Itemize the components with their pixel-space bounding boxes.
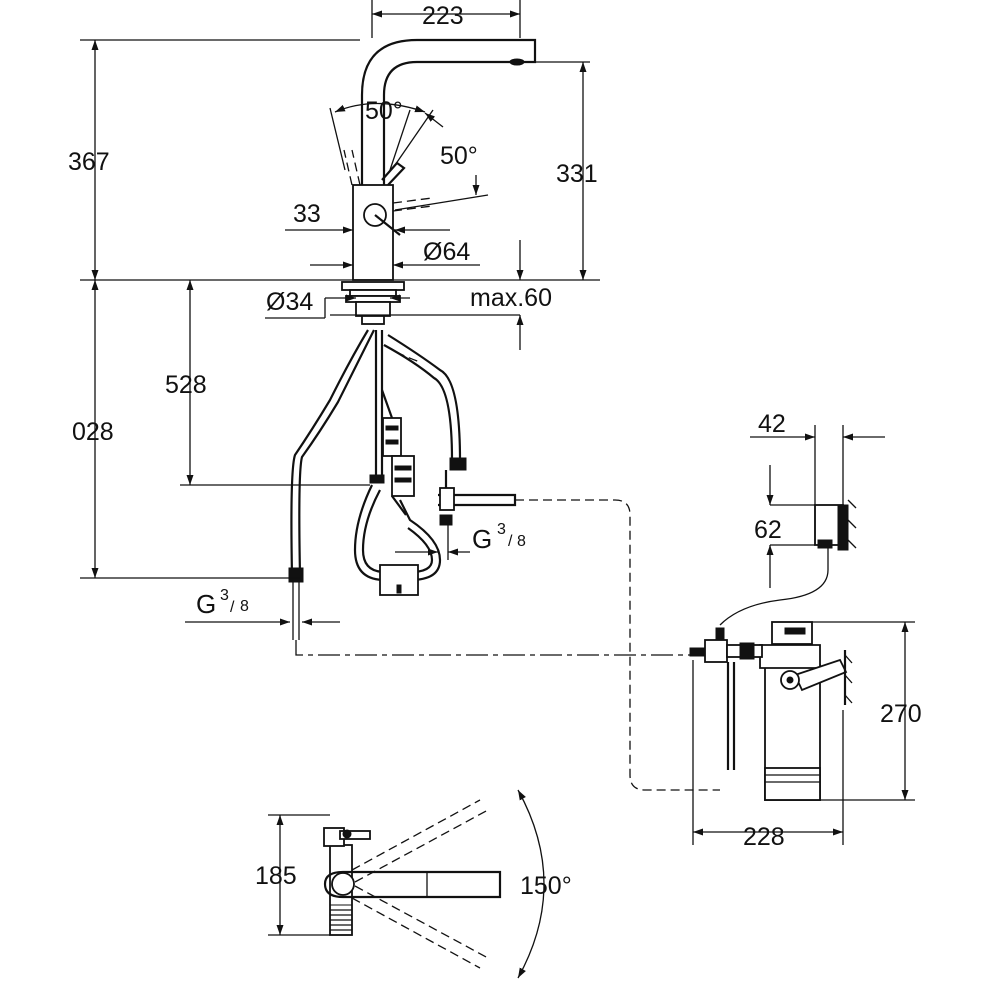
dim-filter-height: 270 (880, 700, 922, 728)
connection-lines (295, 499, 720, 791)
outlet-thread-label: G 3 8 / (472, 521, 526, 554)
faucet-body (352, 184, 394, 281)
lever-upright (381, 161, 406, 186)
svg-text:3: 3 (497, 521, 506, 538)
svg-text:3: 3 (220, 587, 229, 604)
quick-connector (382, 417, 402, 457)
dim-valve-width: 42 (758, 410, 786, 438)
dim-max-countertop: max.60 (470, 284, 552, 312)
dim-lever-angle-side: 50° (440, 142, 478, 170)
dim-spout-reach: 223 (422, 2, 464, 30)
dim-filter-depth: 228 (743, 823, 785, 851)
svg-text:/: / (508, 533, 513, 550)
filter-inlet-valve (704, 639, 728, 663)
mounting-shank (355, 301, 391, 317)
dim-below-length: 028 (72, 418, 114, 446)
hose-right (387, 334, 462, 461)
dimension-lines (80, 0, 915, 936)
spout-outlet (509, 58, 525, 66)
dim-lever-offset: 33 (293, 200, 321, 228)
inlet-thread-label: G 3 8 / (196, 587, 249, 619)
dim-spout-height: 331 (556, 160, 598, 188)
svg-text:G: G (472, 524, 492, 554)
svg-text:/: / (230, 599, 235, 616)
dimension-labels: 223 367 331 50° 50° 33 Ø64 Ø34 max.60 52… (68, 2, 922, 900)
mounting-flange (341, 281, 405, 291)
dim-tail-length: 528 (165, 371, 207, 399)
dim-swivel-height: 185 (255, 862, 297, 890)
swivel-top-view (323, 789, 545, 979)
dim-hole-diameter: Ø34 (266, 288, 313, 316)
swivel-spout (323, 870, 502, 899)
valve-hose (719, 569, 829, 626)
filter-assembly (689, 499, 857, 801)
dim-swivel-angle: 150° (520, 872, 572, 900)
dim-lever-angle-front: 50° (365, 97, 403, 125)
svg-text:G: G (196, 589, 216, 619)
hose-fitting-center (369, 474, 385, 484)
hose-left (290, 329, 369, 576)
left-hose-fitting (288, 567, 304, 583)
dim-total-height: 367 (68, 148, 110, 176)
dim-body-diameter: Ø64 (423, 238, 470, 266)
faucet-side-view (80, 38, 600, 640)
svg-text:8: 8 (517, 533, 526, 550)
dim-valve-height: 62 (754, 516, 782, 544)
svg-text:8: 8 (240, 598, 249, 615)
